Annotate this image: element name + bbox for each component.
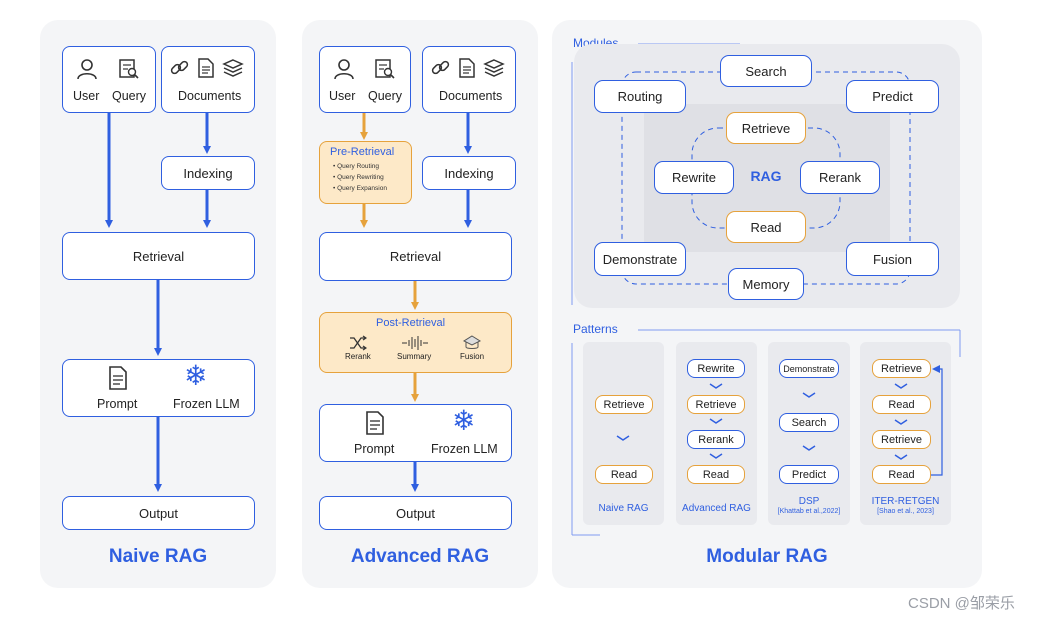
module-search: Search — [720, 55, 812, 87]
adv-output-box: Output — [319, 496, 512, 530]
advanced-rag-title: Advanced RAG — [350, 546, 490, 567]
document-icon — [198, 58, 214, 78]
user-label: User — [73, 89, 100, 103]
snowflake-icon: ❄ — [184, 360, 208, 391]
advanced-rag-panel — [302, 20, 538, 588]
layers-icon — [483, 59, 505, 77]
pattern-step: Retrieve — [595, 395, 653, 414]
post-item-rerank: Rerank — [345, 352, 371, 361]
pre-retrieval-item: • Query Routing — [333, 163, 380, 170]
link-icon — [431, 60, 450, 75]
prompt-icon — [366, 411, 384, 435]
adv-documents-label: Documents — [439, 89, 503, 103]
user-icon — [77, 59, 97, 80]
frozen-llm-label: Frozen LLM — [173, 397, 240, 411]
documents-label: Documents — [178, 89, 242, 103]
pattern-citation: [Shao et al., 2023] — [877, 508, 934, 515]
adv-documents-box — [422, 46, 516, 113]
pre-retrieval-item: • Query Expansion — [333, 185, 387, 192]
pre-retrieval-title: Pre-Retrieval — [330, 146, 395, 158]
watermark: CSDN @邹荣乐 — [908, 595, 1015, 612]
user-query-box — [62, 46, 156, 113]
snowflake-icon: ❄ — [452, 405, 476, 436]
patterns-label: Patterns — [573, 322, 618, 336]
layers-icon — [222, 59, 244, 77]
pattern-step: Retrieve — [687, 395, 745, 414]
module-memory: Memory — [728, 268, 804, 300]
prompt-label: Prompt — [97, 397, 138, 411]
query-icon — [375, 59, 395, 79]
adv-retrieval-box: Retrieval — [319, 232, 512, 281]
post-item-summary: Summary — [397, 352, 432, 361]
module-demonstrate: Demonstrate — [594, 242, 686, 276]
user-icon — [334, 59, 354, 80]
fusion-icon — [462, 335, 482, 349]
pattern-name: Advanced RAG — [682, 503, 751, 514]
adv-frozen-llm-label: Frozen LLM — [431, 442, 498, 456]
pattern-step: Demonstrate — [779, 359, 839, 378]
adv-indexing-box: Indexing — [422, 156, 516, 190]
adv-query-label: Query — [368, 89, 403, 103]
query-label: Query — [112, 89, 147, 103]
pattern-step: Retrieve — [872, 359, 931, 378]
module-fusion: Fusion — [846, 242, 939, 276]
pattern-step: Read — [872, 465, 931, 484]
pattern-step: Retrieve — [872, 430, 931, 449]
indexing-box: Indexing — [161, 156, 255, 190]
pattern-step: Rewrite — [687, 359, 745, 378]
pattern-step: Search — [779, 413, 839, 432]
iter-loop-arrow — [931, 365, 943, 476]
adv-prompt-llm-box — [319, 404, 512, 462]
module-predict: Predict — [846, 80, 939, 113]
waveform-icon — [402, 336, 428, 350]
pattern-step: Predict — [779, 465, 839, 484]
pattern-step: Rerank — [687, 430, 745, 449]
module-routing: Routing — [594, 80, 686, 113]
pattern-name: DSP — [798, 496, 820, 507]
pre-retrieval-item: • Query Rewriting — [333, 174, 384, 181]
link-icon — [170, 60, 189, 75]
pattern-name: ITER-RETGEN — [871, 496, 940, 507]
pre-retrieval-box — [319, 141, 412, 204]
modular-rag-title: Modular RAG — [706, 546, 828, 567]
prompt-icon — [109, 366, 127, 390]
output-box: Output — [62, 496, 255, 530]
pattern-name: Naive RAG — [598, 503, 649, 514]
module-retrieve: Retrieve — [726, 112, 806, 144]
prompt-llm-box — [62, 359, 255, 417]
pattern-citation: [Khattab et al.,2022] — [777, 508, 841, 515]
pattern-step: Read — [687, 465, 745, 484]
pattern-column-naive — [583, 342, 664, 525]
document-icon — [459, 58, 475, 78]
shuffle-icon — [350, 335, 367, 351]
adv-user-label: User — [329, 89, 356, 103]
module-rerank: Rerank — [800, 161, 880, 194]
pre-retrieval-list: • Query Routing • Query Rewriting • Quer… — [333, 161, 387, 194]
module-rewrite: Rewrite — [654, 161, 734, 194]
pattern-step: Read — [872, 395, 931, 414]
post-retrieval-title: Post-Retrieval — [376, 317, 446, 329]
post-item-fusion: Fusion — [460, 352, 485, 361]
naive-rag-title: Naive RAG — [108, 546, 208, 567]
adv-user-query-box — [319, 46, 411, 113]
module-rag-label: RAG — [750, 168, 782, 184]
pattern-step: Read — [595, 465, 653, 484]
module-read: Read — [726, 211, 806, 243]
adv-prompt-label: Prompt — [354, 442, 395, 456]
query-icon — [119, 59, 139, 79]
retrieval-box: Retrieval — [62, 232, 255, 280]
documents-box — [161, 46, 255, 113]
